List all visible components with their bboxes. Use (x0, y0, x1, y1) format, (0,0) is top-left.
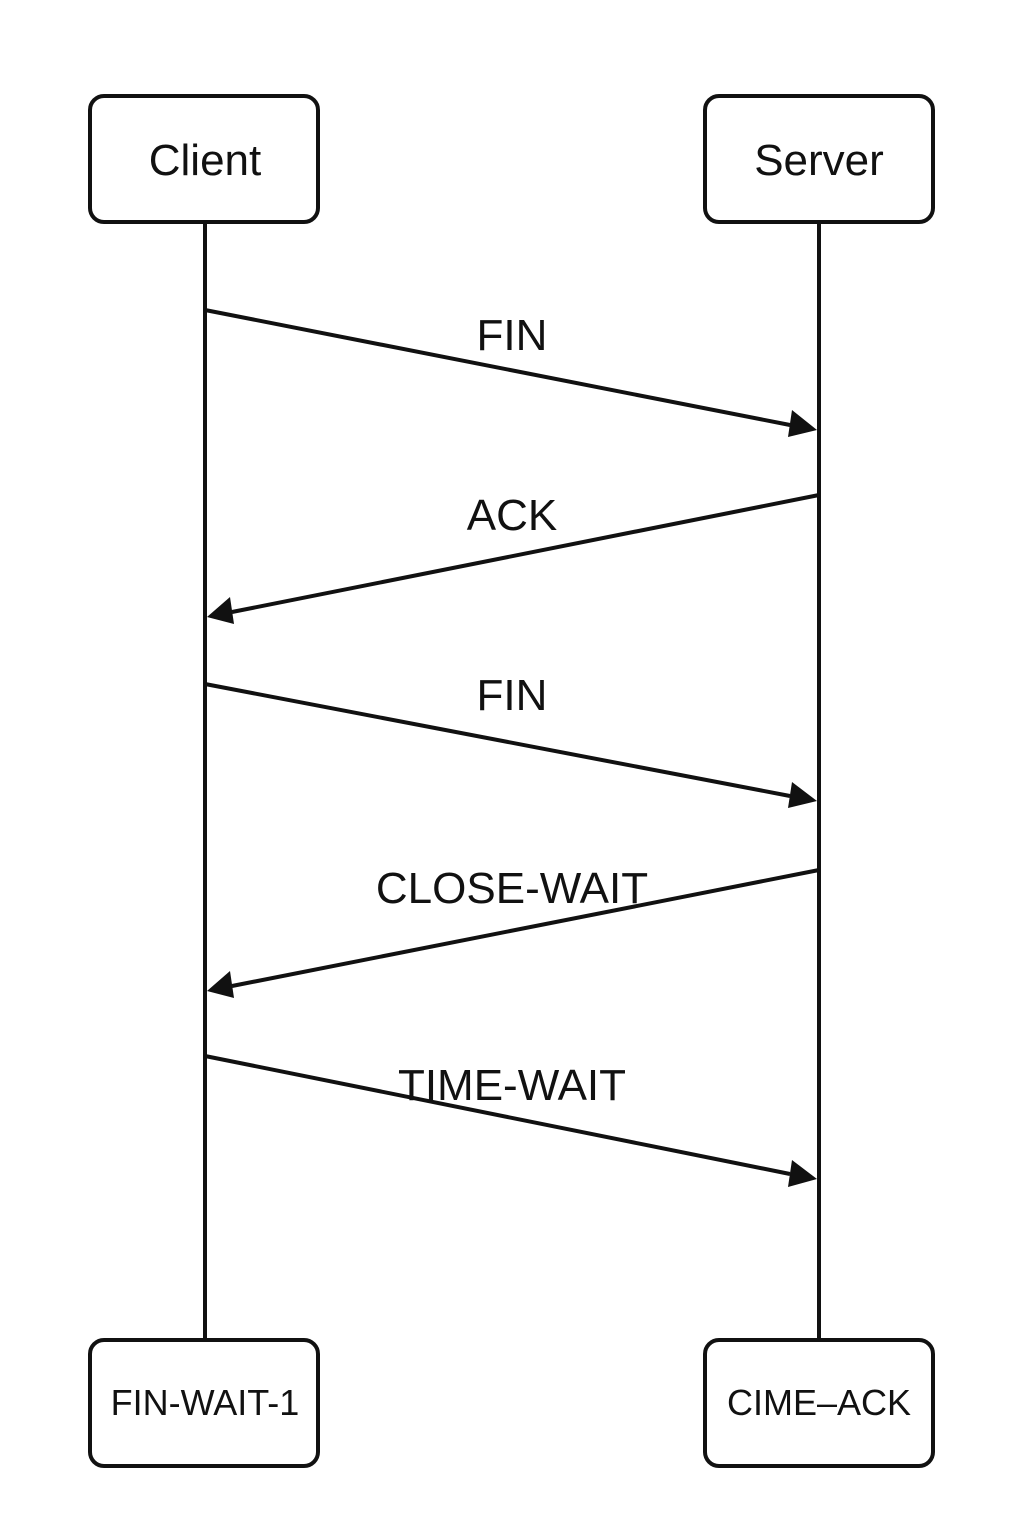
client-state-label: FIN-WAIT-1 (111, 1382, 300, 1423)
message-time-wait-label: TIME-WAIT (398, 1061, 626, 1110)
message-fin-2: FIN (204, 671, 817, 808)
message-close-wait-label: CLOSE-WAIT (376, 864, 648, 913)
server-actor-box: Server (703, 94, 935, 224)
message-close-wait-line (231, 868, 820, 988)
message-time-wait: TIME-WAIT (204, 1054, 817, 1187)
message-close-wait-arrowhead (207, 971, 234, 998)
message-fin-2-line (204, 682, 791, 798)
message-fin-1: FIN (204, 308, 817, 437)
message-fin-1-label: FIN (477, 311, 548, 360)
message-fin-1-line (204, 308, 791, 427)
message-fin-2-arrowhead (788, 782, 817, 808)
message-ack-label: ACK (467, 491, 557, 540)
message-fin-1-arrowhead (788, 410, 817, 437)
client-actor-label: Client (149, 136, 262, 185)
client-state-box: FIN-WAIT-1 (88, 1338, 320, 1468)
message-time-wait-arrowhead (788, 1160, 817, 1187)
message-time-wait-line (204, 1054, 791, 1176)
message-ack-line (231, 493, 820, 614)
message-ack-arrowhead (207, 597, 234, 624)
server-actor-label: Server (754, 136, 884, 185)
client-actor-box: Client (88, 94, 320, 224)
server-state-box: CIME–ACK (703, 1338, 935, 1468)
message-fin-2-label: FIN (477, 671, 548, 720)
server-state-label: CIME–ACK (727, 1382, 911, 1423)
message-close-wait: CLOSE-WAIT (207, 864, 820, 998)
message-ack: ACK (207, 491, 820, 624)
